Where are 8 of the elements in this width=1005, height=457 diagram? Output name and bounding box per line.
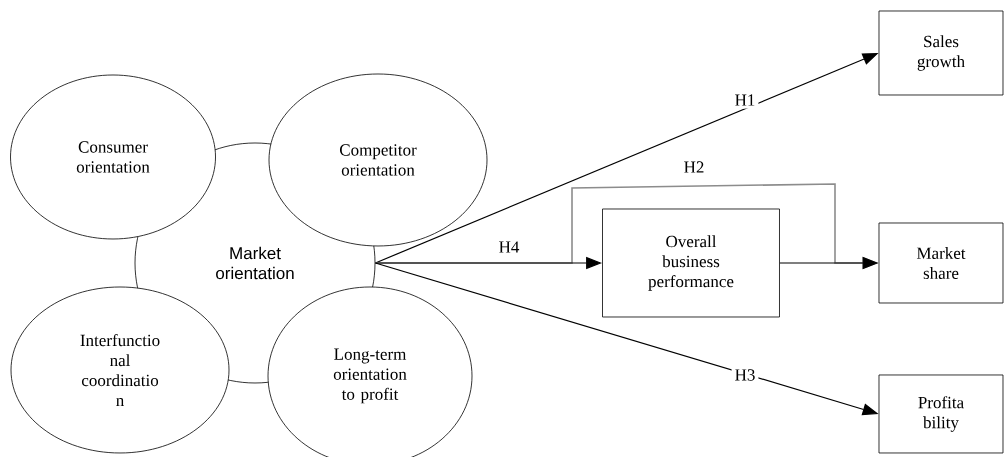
edge-label: H3: [731, 366, 759, 384]
outcome-box: Market share: [878, 222, 1004, 304]
outcome-box: Profita bility: [878, 374, 1004, 454]
outcome-box: Sales growth: [878, 10, 1004, 96]
outcome-box: Overall business performance: [602, 208, 780, 318]
edge-label: H4: [495, 238, 523, 256]
edge-label: H1: [731, 91, 759, 109]
edge-label: H2: [680, 158, 708, 176]
